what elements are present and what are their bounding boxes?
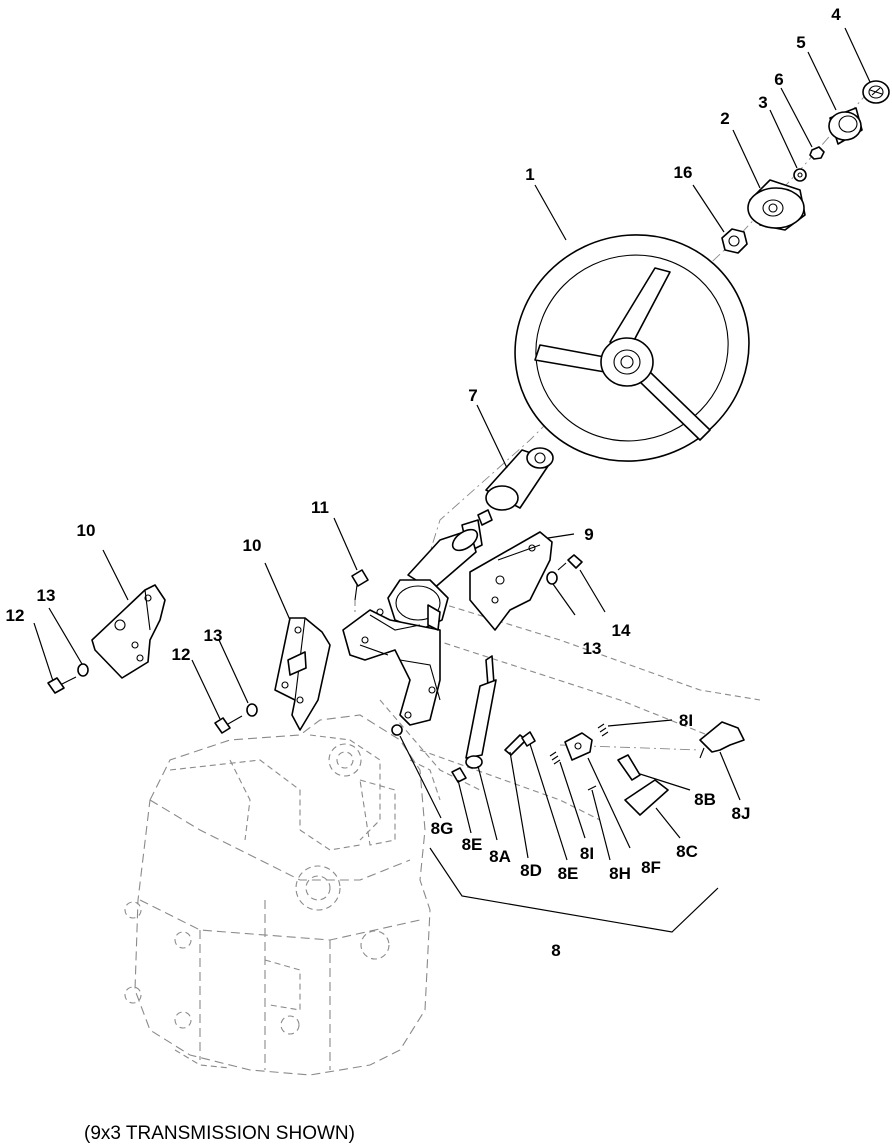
- part-8c-handle: [624, 779, 669, 816]
- part-10-bracket-center: [274, 617, 331, 731]
- part-8f-block: [564, 732, 593, 761]
- steering-column: [342, 509, 493, 726]
- frame-dashed: [379, 599, 761, 821]
- part-8i-spring-right: [597, 723, 609, 737]
- part-8e-bushing-right: [521, 731, 536, 747]
- callout-12-left: 12: [6, 606, 25, 625]
- callout-8E-left: 8E: [462, 835, 483, 854]
- callout-2: 2: [720, 109, 729, 128]
- callout-labels: 4 5 6 3 2 16 1 7 9 11 10 10 13 12 13 12 …: [6, 5, 842, 960]
- callout-4: 4: [831, 5, 841, 24]
- part-7-shroud: [485, 447, 554, 511]
- callout-12-center: 12: [172, 645, 191, 664]
- callout-8H: 8H: [609, 864, 631, 883]
- callout-9: 9: [584, 525, 593, 544]
- assembly-8-bracket: [429, 847, 719, 933]
- callout-8D: 8D: [520, 861, 542, 880]
- callout-8F: 8F: [641, 858, 661, 877]
- callout-7: 7: [468, 386, 477, 405]
- callout-8: 8: [551, 941, 560, 960]
- callout-13-center: 13: [204, 626, 223, 645]
- callout-5: 5: [796, 33, 805, 52]
- part-8a-gas-spring: [465, 655, 497, 769]
- callout-11: 11: [311, 498, 329, 517]
- part-12-bolt-left: [47, 676, 77, 694]
- callout-16: 16: [674, 163, 693, 182]
- caption: (9x3 TRANSMISSION SHOWN): [84, 1123, 355, 1144]
- callout-8I-left: 8I: [580, 844, 594, 863]
- part-13-washer-left: [77, 663, 89, 677]
- callout-8E-right: 8E: [558, 864, 579, 883]
- callout-13-right: 13: [583, 639, 602, 658]
- part-2-hub: [747, 179, 806, 231]
- part-8e-bushing-left: [451, 767, 467, 783]
- transmission-housing: [124, 714, 441, 1076]
- callout-8B: 8B: [694, 790, 716, 809]
- part-8g-ring: [391, 724, 403, 736]
- part-9-bracket: [469, 531, 553, 631]
- part-4-cap: [862, 80, 890, 104]
- callout-10-left: 10: [77, 521, 96, 540]
- part-13-washer-center: [246, 703, 258, 717]
- callout-10-center: 10: [243, 536, 262, 555]
- callout-3: 3: [758, 93, 767, 112]
- callout-8J: 8J: [732, 804, 751, 823]
- callout-8C: 8C: [676, 842, 698, 861]
- callout-14: 14: [612, 621, 631, 640]
- callout-8I-right: 8I: [679, 711, 693, 730]
- part-8i-spring-left: [549, 751, 561, 765]
- part-8j-clip: [699, 721, 745, 759]
- callout-8A: 8A: [489, 847, 511, 866]
- part-13-washer-right: [546, 571, 558, 585]
- part-6-nut: [809, 146, 825, 160]
- part-1-steering-wheel: [514, 234, 750, 462]
- callout-8G: 8G: [431, 819, 454, 838]
- part-12-bolt-center: [214, 715, 243, 734]
- part-8b-lever: [617, 754, 641, 781]
- callout-13-left: 13: [37, 586, 56, 605]
- part-3-washer: [793, 168, 807, 182]
- leader-lines: [33, 27, 871, 861]
- part-10-bracket-left: [91, 584, 166, 679]
- part-5-horn-cap: [828, 107, 863, 145]
- callout-6: 6: [774, 70, 783, 89]
- callout-1: 1: [525, 165, 534, 184]
- part-16-hex-nut: [721, 228, 748, 254]
- part-11-screw: [351, 569, 369, 612]
- part-14-bolt: [557, 554, 583, 571]
- part-8h-pin: [587, 785, 597, 791]
